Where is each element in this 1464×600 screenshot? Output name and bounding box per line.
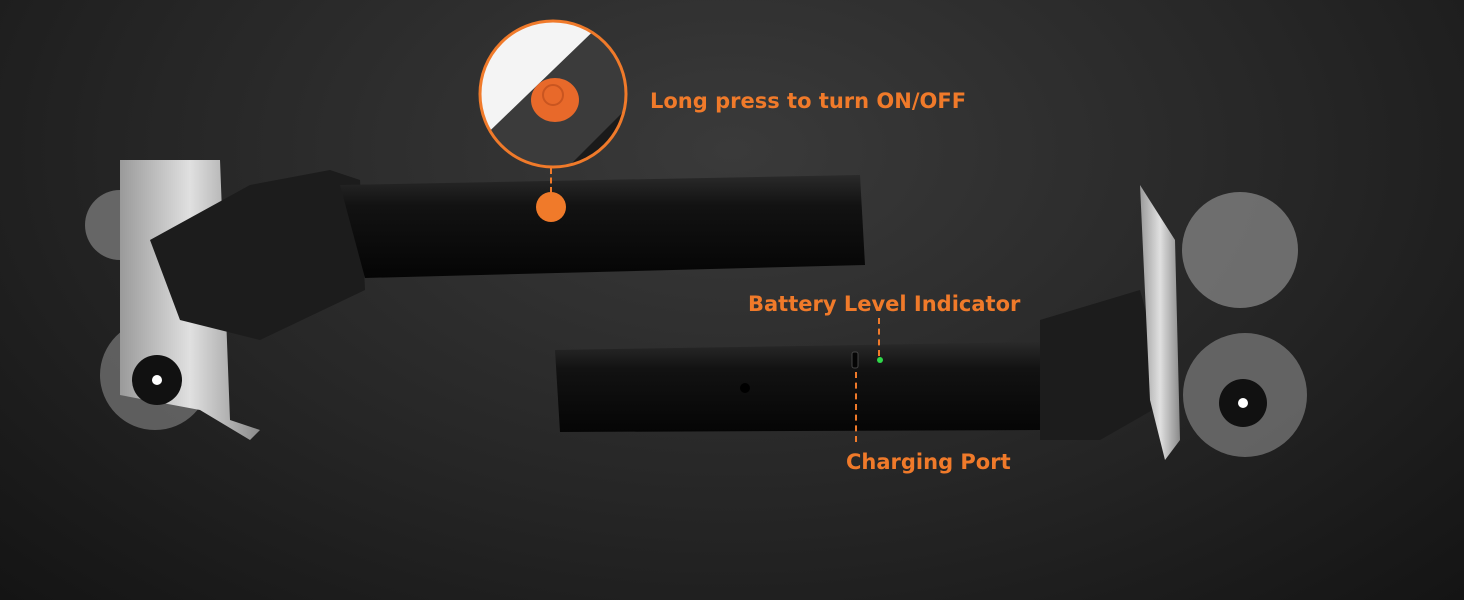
left-handle-tube [340, 175, 865, 278]
charging-label: Charging Port [846, 450, 1011, 474]
battery-label: Battery Level Indicator [748, 292, 1021, 316]
battery-led [877, 357, 883, 363]
power-label: Long press to turn ON/OFF [650, 89, 967, 113]
right-handle-tube [555, 342, 1040, 432]
charging-port [851, 351, 859, 369]
charging-leader-line [855, 372, 857, 442]
power-button [536, 192, 566, 222]
battery-leader-line [878, 318, 880, 356]
power-button-zoom [478, 19, 628, 169]
strap-hole [740, 383, 750, 393]
right-handle-joint [1040, 290, 1170, 440]
left-handle-joint [150, 170, 365, 340]
power-leader-line [550, 168, 552, 193]
right-brush-head [1140, 185, 1307, 460]
